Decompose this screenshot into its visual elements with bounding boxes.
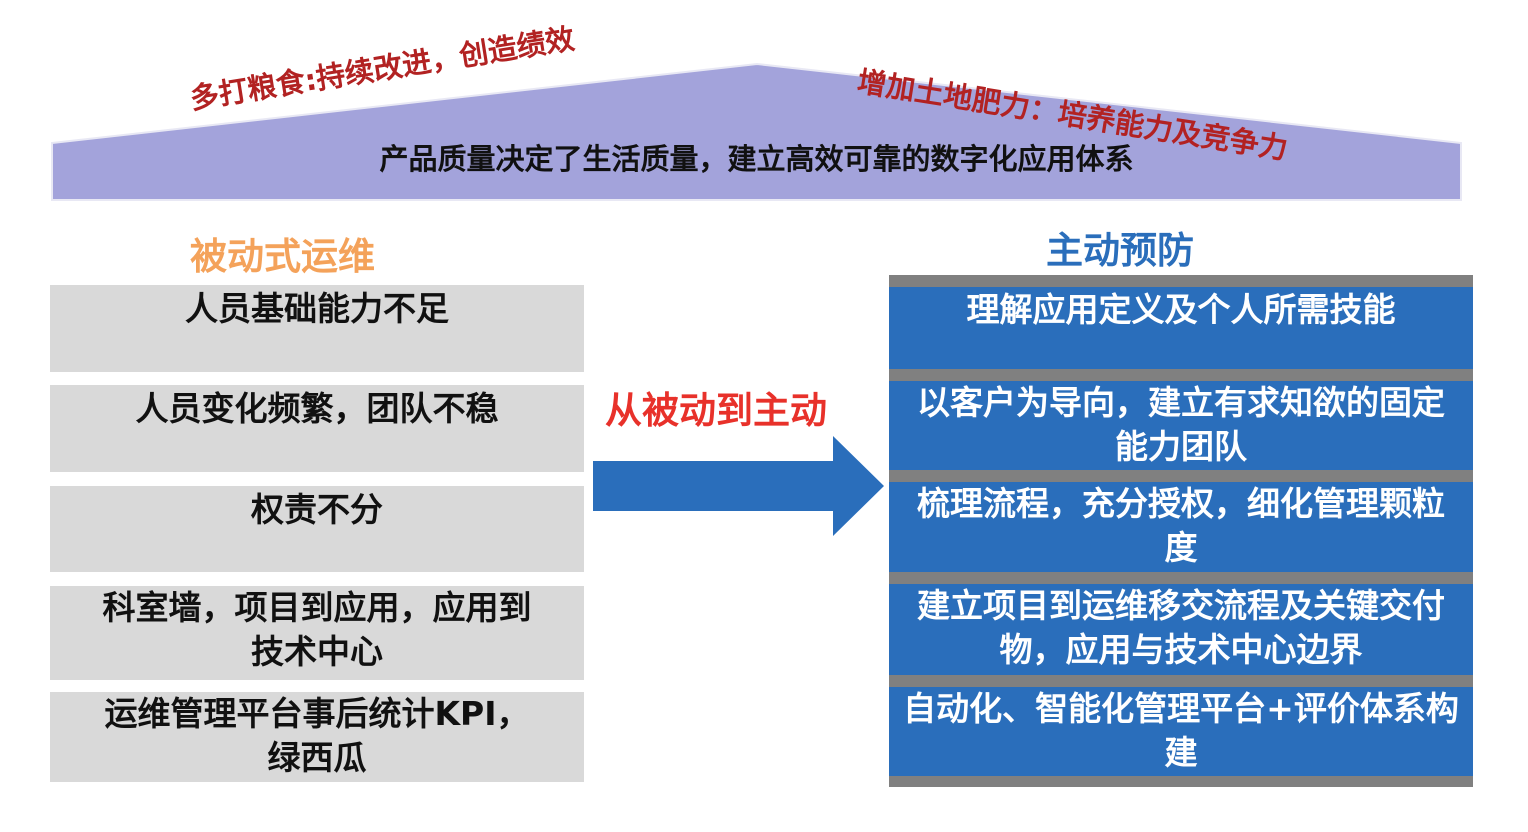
left-heading: 被动式运维	[190, 235, 375, 278]
right-item: 建立项目到运维移交流程及关键交付物，应用与技术中心边界	[889, 584, 1473, 675]
left-item: 人员基础能力不足	[50, 285, 584, 372]
roof-main-text: 产品质量决定了生活质量，建立高效可靠的数字化应用体系	[379, 142, 1134, 176]
middle-label: 从被动到主动	[605, 389, 827, 432]
left-item: 权责不分	[50, 486, 584, 572]
direction-arrow	[593, 436, 884, 536]
right-item: 梳理流程，充分授权，细化管理颗粒度	[889, 482, 1473, 572]
left-item: 运维管理平台事后统计KPI，绿西瓜	[50, 692, 584, 782]
right-heading: 主动预防	[1046, 229, 1194, 272]
right-item: 以客户为导向，建立有求知欲的固定能力团队	[889, 381, 1473, 470]
roof-shape	[51, 62, 1462, 201]
right-item: 自动化、智能化管理平台+评价体系构建	[889, 687, 1473, 776]
left-item: 人员变化频繁，团队不稳	[50, 385, 584, 472]
left-item: 科室墙，项目到应用，应用到技术中心	[50, 586, 584, 680]
right-item: 理解应用定义及个人所需技能	[889, 287, 1473, 369]
